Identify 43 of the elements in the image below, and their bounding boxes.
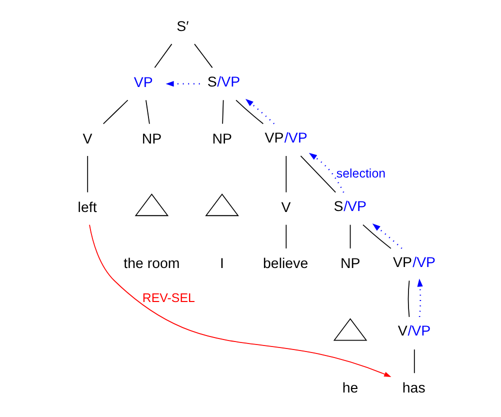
arrow bbox=[308, 152, 344, 193]
connector bbox=[222, 100, 224, 124]
node-text: has bbox=[402, 380, 425, 397]
connector bbox=[285, 224, 286, 249]
node-text: V bbox=[280, 200, 290, 216]
node-text: V/VP bbox=[397, 324, 430, 340]
node-text: NP bbox=[212, 131, 232, 148]
connector bbox=[235, 100, 264, 124]
node-text: VP/VP bbox=[264, 130, 307, 146]
arrow bbox=[416, 278, 422, 317]
node-text: NP bbox=[141, 131, 162, 148]
node-text: left bbox=[77, 200, 96, 216]
arrow bbox=[165, 81, 200, 87]
node-label: he bbox=[342, 380, 358, 397]
connector bbox=[145, 100, 150, 124]
connector bbox=[407, 280, 410, 318]
node-text: S/VP bbox=[206, 74, 240, 90]
node-text: S/VP bbox=[333, 198, 366, 215]
node-text: NP bbox=[340, 256, 360, 272]
node-triangle bbox=[332, 318, 367, 341]
connector bbox=[154, 44, 172, 68]
connector bbox=[300, 156, 336, 193]
node-text: S′ bbox=[176, 19, 188, 36]
connector bbox=[413, 349, 414, 374]
node-text: believe bbox=[262, 256, 308, 272]
arrow bbox=[244, 98, 274, 124]
edge-label: selection bbox=[336, 166, 386, 181]
connector bbox=[285, 156, 286, 193]
arrow bbox=[372, 224, 402, 249]
connector bbox=[362, 224, 391, 249]
connector bbox=[86, 156, 88, 193]
node-text: VP/VP bbox=[392, 255, 436, 272]
node-text: V bbox=[82, 131, 92, 148]
connector bbox=[194, 44, 212, 68]
node-label: I bbox=[220, 256, 224, 272]
arrow bbox=[88, 224, 391, 378]
node-triangle bbox=[204, 194, 238, 216]
connector bbox=[349, 224, 350, 249]
connector bbox=[102, 100, 128, 124]
node-text: VP bbox=[133, 75, 152, 92]
node-label: the room bbox=[123, 256, 180, 272]
node-triangle bbox=[134, 194, 168, 216]
edge-label: REV-SEL bbox=[142, 291, 194, 306]
